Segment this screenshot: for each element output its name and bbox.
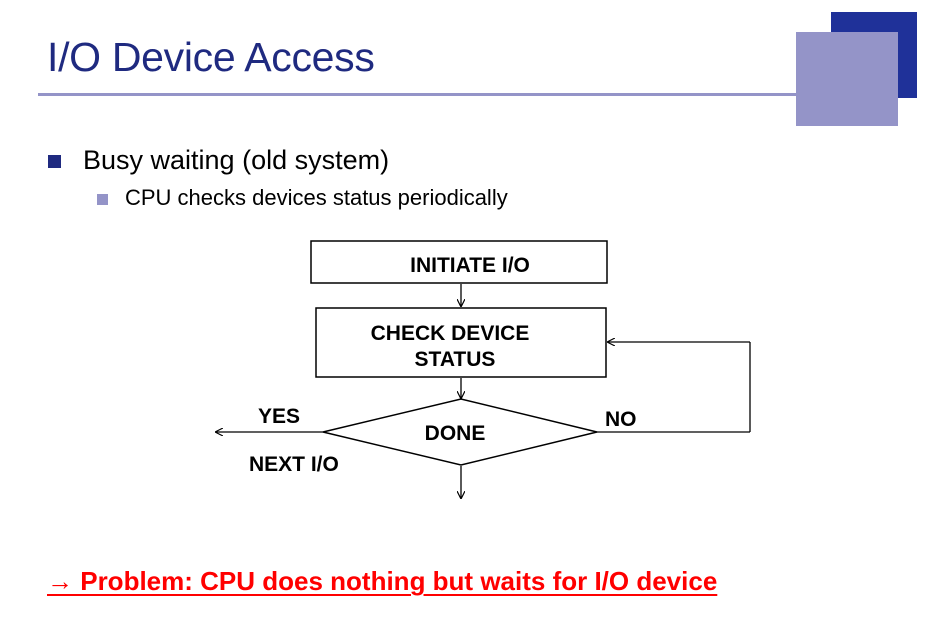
- title-divider: [38, 93, 796, 96]
- check-device-status-box: [315, 307, 607, 378]
- yes-label: YES: [258, 405, 300, 428]
- problem-statement: → Problem: CPU does nothing but waits fo…: [47, 566, 718, 596]
- sub-bullet-square-icon: [97, 194, 108, 205]
- bullet-square-icon: [48, 155, 61, 168]
- initiate-io-label: INITIATE I/O: [410, 254, 530, 277]
- sub-bullet-cpu-checks: CPU checks devices status periodically: [125, 185, 508, 210]
- no-label: NO: [605, 408, 637, 431]
- check-device-label-line2: STATUS: [415, 348, 496, 371]
- bullet-busy-waiting: Busy waiting (old system): [83, 145, 390, 175]
- next-io-label: NEXT I/O: [249, 453, 339, 476]
- slide-title: I/O Device Access: [47, 34, 375, 80]
- done-label: DONE: [425, 422, 486, 445]
- decorative-square-light: [796, 32, 898, 126]
- initiate-io-box: [310, 240, 608, 284]
- check-device-label-line1: CHECK DEVICE: [371, 322, 530, 345]
